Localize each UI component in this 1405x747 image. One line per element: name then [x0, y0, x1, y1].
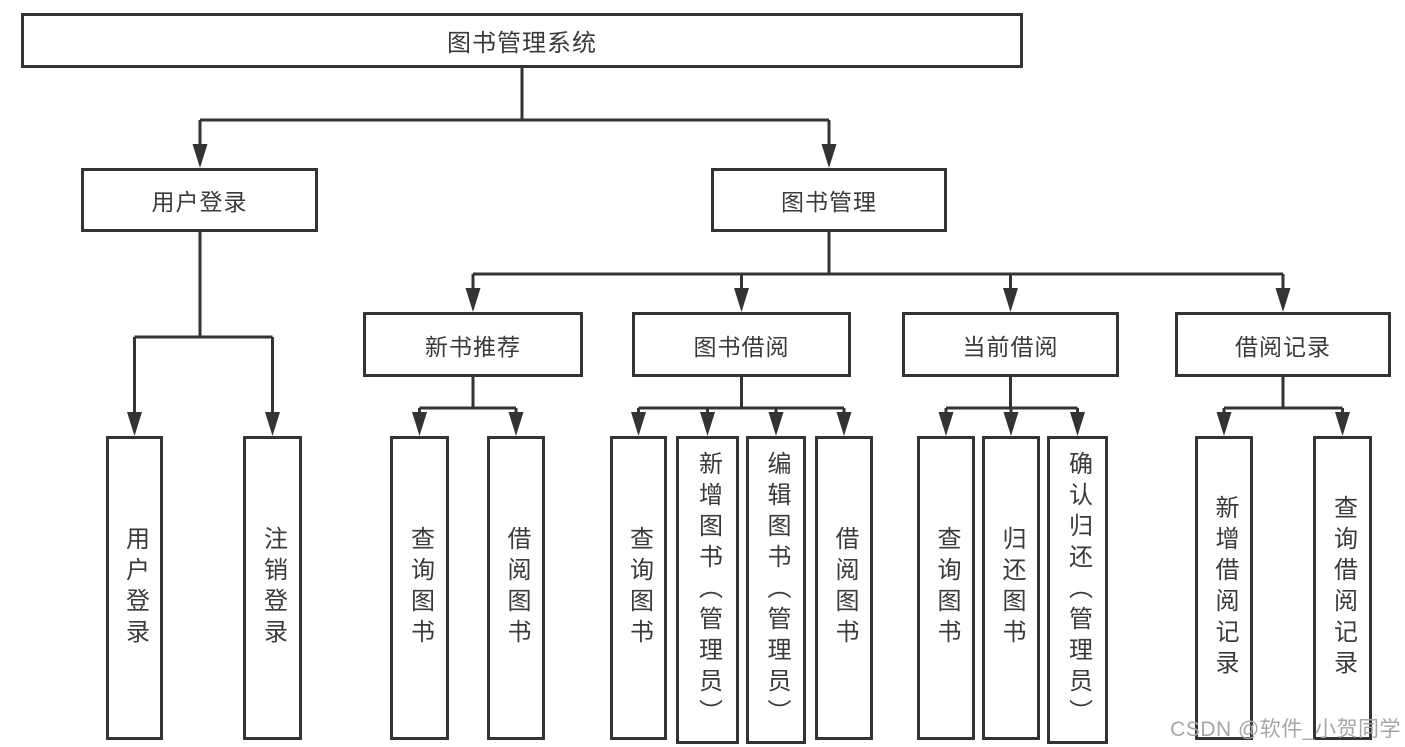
leaf-label: 确认归还（管理员）	[1064, 450, 1092, 730]
leaf-label: 用户登录	[121, 526, 149, 650]
leaf-bb-edit-books-admin: 编辑图书（管理员）	[746, 436, 806, 744]
node-new-book-recommendation: 新书推荐	[363, 312, 583, 377]
leaf-user-login: 用户登录	[106, 436, 163, 740]
node-book-borrowing: 图书借阅	[632, 312, 851, 377]
leaf-br-add-borrow-record: 新增借阅记录	[1195, 436, 1253, 740]
leaf-label: 查询图书	[933, 526, 960, 650]
leaf-label: 归还图书	[998, 526, 1025, 650]
node-label: 借阅记录	[1235, 333, 1331, 360]
node-borrowing-records: 借阅记录	[1175, 312, 1391, 377]
leaf-label: 查询借阅记录	[1329, 495, 1357, 681]
leaf-bb-add-books-admin: 新增图书（管理员）	[676, 436, 739, 744]
leaf-cb-confirm-return-admin: 确认归还（管理员）	[1047, 436, 1108, 744]
leaf-cb-query-books: 查询图书	[917, 436, 975, 740]
leaf-logout: 注销登录	[243, 436, 302, 740]
node-book-management: 图书管理	[711, 168, 947, 232]
leaf-nb-query-books: 查询图书	[390, 436, 449, 740]
leaf-label: 借阅图书	[503, 526, 530, 650]
node-label: 新书推荐	[425, 333, 521, 360]
leaf-label: 注销登录	[259, 526, 287, 650]
leaf-bb-query-books: 查询图书	[610, 436, 667, 740]
arrowheads	[127, 144, 1350, 436]
leaf-cb-return-books: 归还图书	[982, 436, 1040, 740]
leaf-bb-borrow-books: 借阅图书	[815, 436, 873, 740]
leaf-br-query-borrow-record: 查询借阅记录	[1313, 436, 1372, 740]
leaf-label: 编辑图书（管理员）	[763, 450, 790, 730]
node-label: 用户登录	[151, 189, 248, 215]
leaf-nb-borrow-books: 借阅图书	[487, 436, 545, 740]
leaf-label: 新增借阅记录	[1211, 495, 1238, 681]
node-label: 图书管理系统	[447, 30, 597, 57]
leaf-label: 查询图书	[625, 526, 653, 650]
node-label: 图书管理	[781, 189, 877, 215]
leaf-label: 借阅图书	[831, 526, 858, 650]
node-current-borrowing: 当前借阅	[902, 312, 1119, 377]
node-label: 当前借阅	[962, 333, 1059, 360]
node-label: 图书借阅	[693, 333, 790, 360]
node-library-management-system: 图书管理系统	[21, 13, 1023, 68]
node-user-login: 用户登录	[81, 168, 318, 232]
leaf-label: 新增图书（管理员）	[694, 450, 722, 730]
leaf-label: 查询图书	[406, 526, 434, 650]
